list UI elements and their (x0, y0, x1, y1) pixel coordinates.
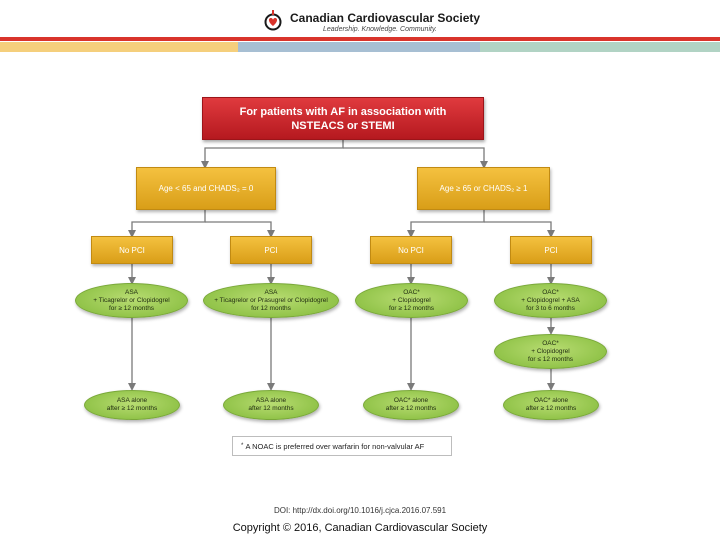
outcome-oac-alone-1: OAC* alone after ≥ 12 months (363, 390, 459, 420)
outcome-line: after ≥ 12 months (385, 405, 437, 412)
patients-af-line1: For patients with AF in association with (239, 105, 447, 118)
org-tagline: Leadership. Knowledge. Community. (323, 26, 437, 33)
therapy-line: for ≤ 12 months (527, 355, 574, 363)
connector-right-pci (484, 221, 555, 238)
footnote-box: * A NOAC is preferred over warfarin for … (232, 436, 452, 456)
color-band-blue (238, 42, 480, 52)
therapy-line: + Clopidogrel (531, 347, 570, 355)
copyright-text: Copyright © 2016, Canadian Cardiovascula… (232, 522, 488, 534)
outcome-oac-alone-2: OAC* alone after ≥ 12 months (503, 390, 599, 420)
therapy-asa-ticagrelor-clopidogrel: ASA + Ticagrelor or Clopidogrel for ≥ 12… (75, 283, 188, 318)
branch-low-nopci-box: No PCI (91, 236, 173, 264)
therapy-line: OAC* (542, 288, 559, 296)
connector-left-pci (205, 221, 275, 238)
branch-low-pci-box: PCI (230, 236, 312, 264)
branch-high-pci-box: PCI (510, 236, 592, 264)
outcome-line: OAC* alone (393, 397, 429, 404)
connector-left-nopci (128, 210, 206, 238)
therapy-line: for ≥ 12 months (388, 304, 435, 312)
footnote-text: A NOAC is preferred over warfarin for no… (245, 441, 425, 451)
group-low-risk-box: Age < 65 and CHADS₂ = 0 (136, 167, 276, 210)
branch-high-nopci-box: No PCI (370, 236, 452, 264)
header: Canadian Cardiovascular Society Leadersh… (0, 6, 720, 40)
therapy-line: for 3 to 6 months (526, 304, 575, 312)
org-name: Canadian Cardiovascular Society (290, 11, 481, 25)
footnote-marker: * (241, 443, 244, 449)
therapy-line: + Ticagrelor or Prasugrel or Clopidogrel (214, 296, 328, 304)
outcome-line: after ≥ 12 months (106, 405, 158, 412)
therapy-line: OAC* (542, 339, 559, 347)
connector-top-right (343, 147, 488, 169)
therapy-line: ASA (264, 288, 278, 296)
therapy-line: + Clopidogrel (392, 296, 431, 304)
color-band-green (480, 42, 720, 52)
patients-af-line2: NSTEACS or STEMI (291, 119, 395, 132)
outcome-asa-alone-2: ASA alone after 12 months (223, 390, 319, 420)
therapy-line: for ≥ 12 months (108, 304, 155, 312)
header-rule (0, 37, 720, 41)
therapy-line: + Ticagrelor or Clopidogrel (93, 296, 170, 304)
therapy-line: ASA (124, 288, 138, 296)
heart-logo-icon (264, 10, 282, 31)
outcome-line: ASA alone (116, 397, 148, 404)
color-band-yellow (0, 42, 238, 52)
therapy-oac-clopidogrel: OAC* + Clopidogrel for ≥ 12 months (355, 283, 468, 318)
therapy-line: for 12 months (251, 304, 291, 312)
outcome-line: after 12 months (248, 405, 294, 412)
outcome-line: OAC* alone (533, 397, 569, 404)
connector-top-left (201, 140, 344, 169)
therapy-oac-clopidogrel-followup: OAC* + Clopidogrel for ≤ 12 months (494, 334, 607, 369)
therapy-line: + Clopidogrel + ASA (521, 296, 580, 304)
therapy-line: OAC* (403, 288, 420, 296)
outcome-line: after ≥ 12 months (525, 405, 577, 412)
connector-right-nopci (407, 210, 485, 238)
outcome-line: ASA alone (255, 397, 287, 404)
therapy-asa-ticagrelor-prasugrel-clopidogrel: ASA + Ticagrelor or Prasugrel or Clopido… (203, 283, 339, 318)
therapy-oac-clopidogrel-asa: OAC* + Clopidogrel + ASA for 3 to 6 mont… (494, 283, 607, 318)
patients-af-box: For patients with AF in association with… (202, 97, 484, 140)
outcome-asa-alone-1: ASA alone after ≥ 12 months (84, 390, 180, 420)
group-high-risk-box: Age ≥ 65 or CHADS₂ ≥ 1 (417, 167, 550, 210)
doi-link[interactable]: DOI: http://dx.doi.org/10.1016/j.cjca.20… (273, 506, 447, 515)
